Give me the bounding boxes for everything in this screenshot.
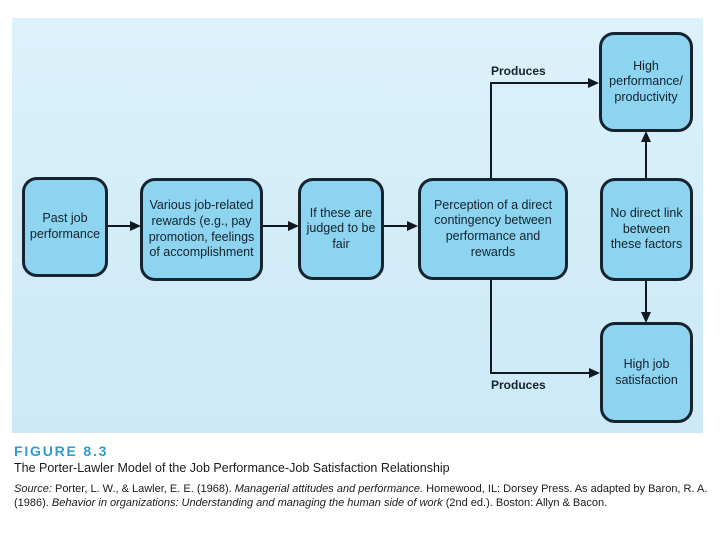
elbow-bottom-horizontal: [490, 372, 591, 374]
diagram-panel: Produces Produces Past job performance V…: [12, 18, 703, 433]
arrowhead-right-icon: [288, 221, 299, 231]
node-perception-contingency: Perception of a direct contingency betwe…: [418, 178, 568, 280]
node-label: High performance/ productivity: [609, 58, 683, 104]
node-label: Past job performance: [29, 211, 101, 241]
edge-label-produces-bottom: Produces: [491, 378, 546, 392]
source-label: Source:: [14, 483, 52, 495]
arrowhead-right-icon: [588, 78, 599, 88]
figure-source: Source: Porter, L. W., & Lawler, E. E. (…: [14, 483, 714, 511]
arrowhead-down-icon: [641, 312, 651, 323]
source-text: (1986).: [14, 496, 52, 509]
node-label: High job satisfaction: [615, 356, 678, 387]
figure-caption: The Porter-Lawler Model of the Job Perfo…: [14, 461, 450, 475]
arrowhead-right-icon: [589, 368, 600, 378]
source-title-1: Managerial attitudes and performance.: [234, 483, 424, 495]
node-job-related-rewards: Various job-related rewards (e.g., pay p…: [140, 178, 263, 281]
arrow-line-2-3: [263, 225, 290, 227]
link-down-line: [645, 281, 647, 313]
arrowhead-right-icon: [407, 221, 418, 231]
node-high-performance: High performance/ productivity: [599, 32, 693, 132]
node-judged-to-be-fair: If these are judged to be fair: [298, 178, 384, 280]
arrowhead-right-icon: [130, 221, 141, 231]
elbow-bottom-vertical: [490, 280, 492, 374]
source-text: Homewood, IL: Dorsey Press. As adapted b…: [423, 483, 708, 495]
elbow-top-vertical: [490, 82, 492, 179]
edge-label-produces-top: Produces: [491, 64, 546, 78]
source-text: (2nd ed.). Boston: Allyn & Bacon.: [442, 496, 608, 509]
node-label: Various job-related rewards (e.g., pay p…: [148, 198, 255, 260]
arrowhead-up-icon: [641, 131, 651, 142]
source-title-2: Behavior in organizations: Understanding…: [51, 496, 443, 509]
node-label: If these are judged to be fair: [306, 205, 376, 251]
node-no-direct-link: No direct link between these factors: [600, 178, 693, 281]
node-label: Perception of a direct contingency betwe…: [433, 197, 553, 259]
source-text: Porter, L. W., & Lawler, E. E. (1968).: [51, 483, 235, 495]
link-up-line: [645, 141, 647, 179]
figure-number: FIGURE 8.3: [14, 443, 109, 459]
elbow-top-horizontal: [490, 82, 590, 84]
node-past-job-performance: Past job performance: [22, 177, 108, 277]
arrow-line-3-4: [383, 225, 409, 227]
node-label: No direct link between these factors: [610, 206, 683, 252]
arrow-line-1-2: [107, 225, 133, 227]
node-high-job-satisfaction: High job satisfaction: [600, 322, 693, 423]
